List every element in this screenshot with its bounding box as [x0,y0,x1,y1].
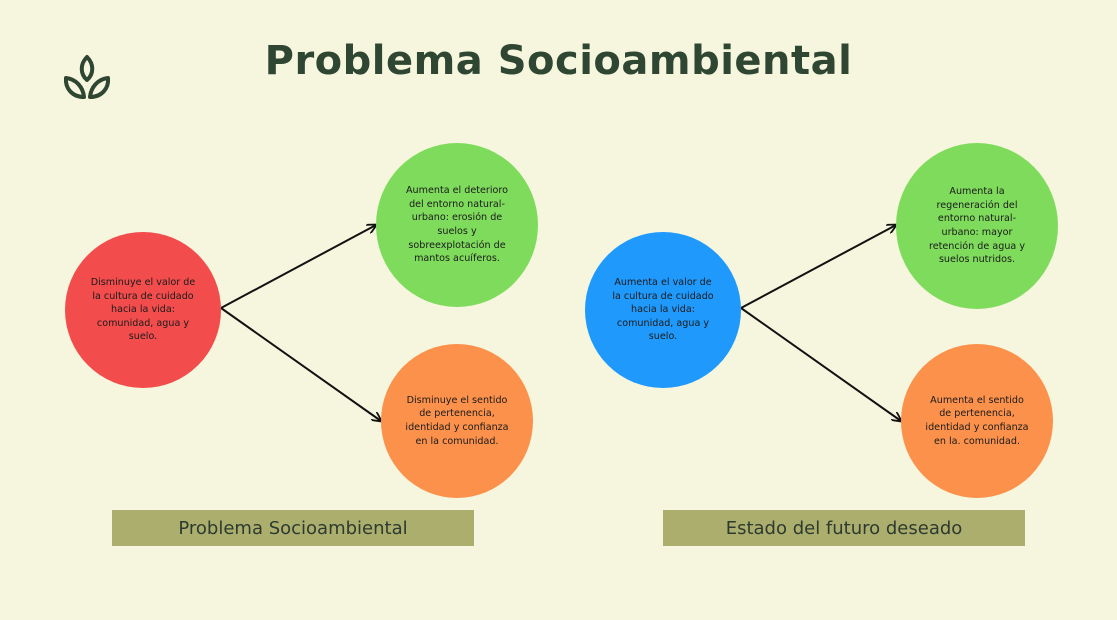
right-source-text: Aumenta el valor de la cultura de cuidad… [612,276,714,343]
left-caption: Problema Socioambiental [112,510,474,546]
right-bottom-effect-node: Aumenta el sentido de pertenencia, ident… [901,344,1053,498]
left-bottom-effect-node: Disminuye el sentido de pertenencia, ide… [381,344,533,498]
right-source-node: Aumenta el valor de la cultura de cuidad… [585,232,741,388]
page-title: Problema Socioambiental [264,38,853,84]
right-top-effect-node: Aumenta la regeneración del entorno natu… [896,143,1058,309]
right-caption: Estado del futuro deseado [663,510,1025,546]
left-arrow-to-bottom [220,307,381,421]
left-source-node: Disminuye el valor de la cultura de cuid… [65,232,221,388]
right-bottom-effect-text: Aumenta el sentido de pertenencia, ident… [925,394,1029,447]
right-caption-text: Estado del futuro deseado [725,517,963,539]
sprout-logo-icon [63,55,111,99]
left-source-text: Disminuye el valor de la cultura de cuid… [90,276,196,343]
right-arrow-to-bottom [740,307,901,421]
left-caption-text: Problema Socioambiental [178,517,408,539]
right-arrow-to-top [740,225,896,309]
left-bottom-effect-text: Disminuye el sentido de pertenencia, ide… [405,394,509,447]
left-top-effect-node: Aumenta el deterioro del entorno natural… [376,143,538,307]
left-top-effect-text: Aumenta el deterioro del entorno natural… [405,185,509,265]
left-arrow-to-top [220,225,376,309]
right-top-effect-text: Aumenta la regeneración del entorno natu… [928,186,1026,266]
